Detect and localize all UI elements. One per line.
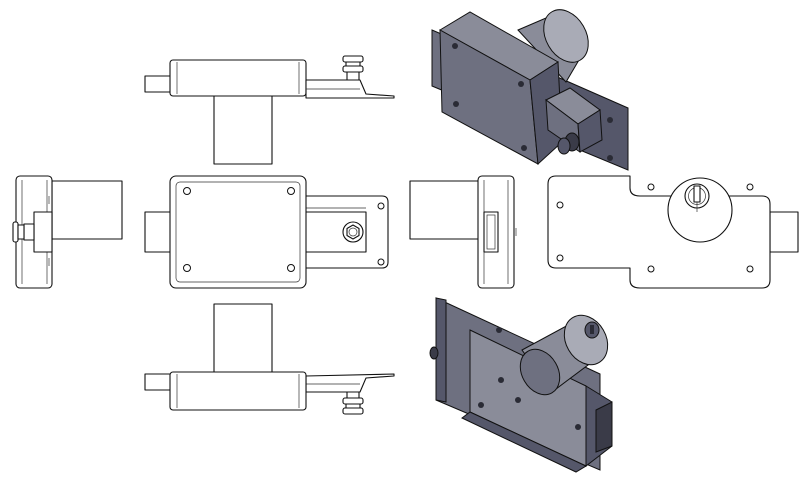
left-view [12, 175, 123, 289]
cylinder-housing [213, 303, 273, 375]
knob [342, 391, 364, 415]
right-view [409, 175, 517, 289]
mounting-plate [547, 175, 771, 289]
cylinder-housing [51, 180, 123, 240]
knob [342, 55, 364, 81]
rear-view [547, 175, 799, 289]
cylinder-housing [409, 180, 481, 240]
front-view [144, 175, 389, 289]
plate-edge [33, 211, 53, 253]
cylinder-face [667, 177, 733, 243]
keyway [693, 185, 701, 203]
knob [12, 221, 35, 243]
knob-outer [342, 221, 364, 243]
lock-body [169, 371, 307, 411]
bottom-view [144, 303, 395, 415]
knob [429, 346, 439, 360]
cylinder-housing [213, 95, 273, 165]
bolt-stub [769, 211, 799, 253]
mounting-plate-edge [305, 373, 395, 393]
top-view [144, 55, 395, 165]
lock-body [169, 175, 307, 289]
lock-body [169, 59, 307, 97]
iso-rear-view [429, 297, 613, 473]
bolt-end [483, 211, 499, 253]
iso-front-view [431, 9, 629, 171]
